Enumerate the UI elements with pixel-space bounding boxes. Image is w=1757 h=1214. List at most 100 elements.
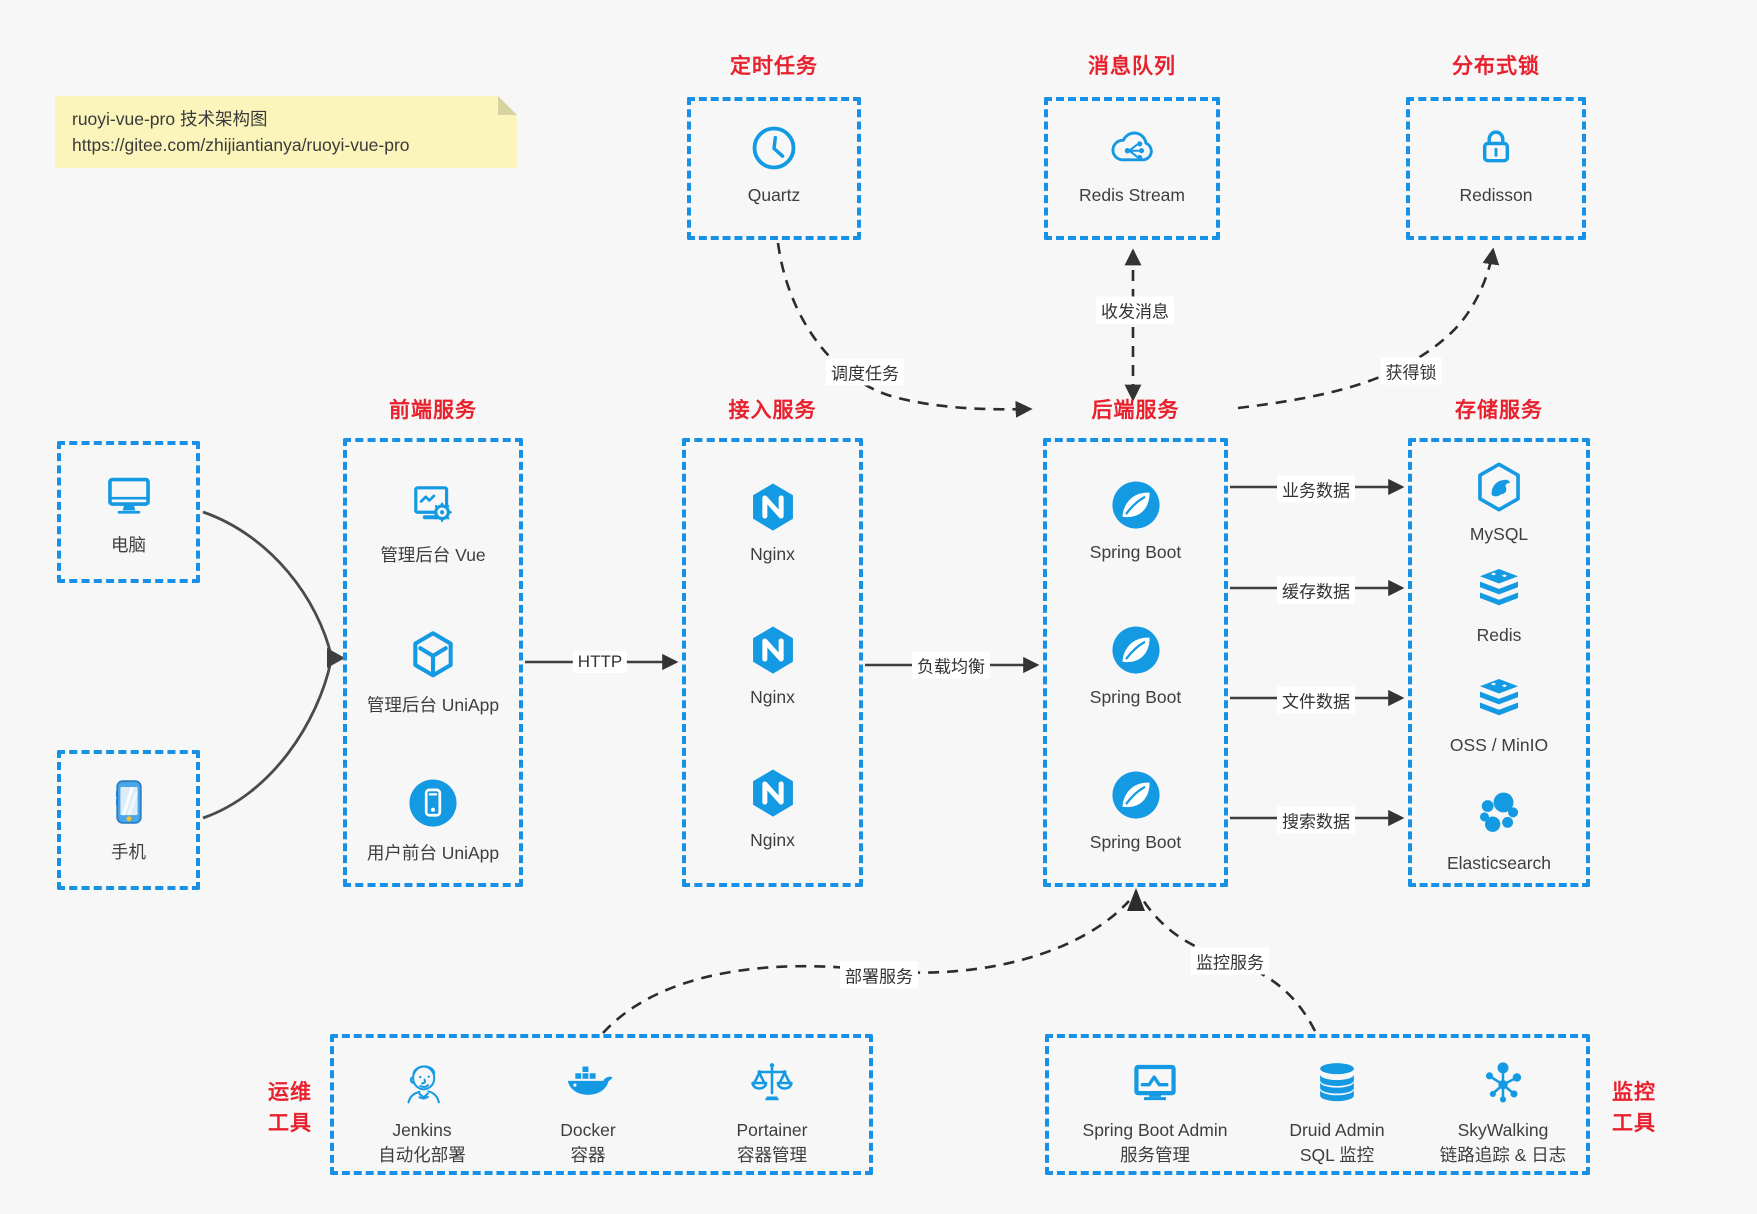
node-label: Spring Boot: [1089, 542, 1182, 562]
client-box-mobile: 手机: [57, 750, 200, 890]
node-spring-boot-2: Spring Boot: [1047, 621, 1224, 708]
monitoring-side-label-line2: 工具: [1612, 1112, 1656, 1135]
group-box-lock: Redisson: [1406, 97, 1586, 240]
monitoring-side-label-line1: 监控: [1612, 1081, 1656, 1104]
node-label: 用户前台 UniApp: [366, 843, 500, 863]
node-redis-stream: Redis Stream: [1048, 119, 1216, 206]
arrow-pc-to-frontend: [202, 510, 333, 656]
edge-label-search-data: 搜索数据: [1277, 806, 1355, 834]
tool-name: Jenkins: [392, 1120, 452, 1140]
sticky-note: ruoyi-vue-pro 技术架构图 https://gitee.com/zh…: [55, 96, 517, 168]
node-mobile: 手机: [61, 773, 196, 864]
spring-boot-icon: [1107, 766, 1165, 824]
elasticsearch-icon: [1470, 787, 1528, 845]
node-nginx-3: Nginx: [686, 764, 859, 851]
node-skywalking: SkyWalking 链路追踪 & 日志: [1397, 1052, 1609, 1168]
edge-label-deploy-service: 部署服务: [840, 961, 918, 989]
node-network-icon: [1476, 1056, 1530, 1110]
arrowhead-backend-bottom: [1127, 888, 1145, 911]
group-box-mq: Redis Stream: [1044, 97, 1220, 240]
jenkins-icon: [395, 1056, 449, 1110]
nginx-icon: [744, 764, 802, 822]
group-title-mq: 消息队列: [1088, 55, 1176, 78]
group-box-gateway: Nginx Nginx Nginx: [682, 438, 863, 887]
portainer-icon: [745, 1056, 799, 1110]
ops-side-label-line2: 工具: [268, 1112, 312, 1135]
node-label: Spring Boot: [1089, 832, 1182, 852]
arrow-acquire-lock: [1237, 247, 1500, 410]
node-oss-minio: OSS / MinIO: [1412, 669, 1586, 756]
spring-boot-icon: [1107, 621, 1165, 679]
edge-label-file-data: 文件数据: [1277, 686, 1355, 714]
node-label: 手机: [111, 842, 146, 862]
node-label: OSS / MinIO: [1449, 735, 1549, 755]
phone-circle-icon: [404, 774, 462, 832]
edge-label-http: HTTP: [572, 651, 628, 673]
monitor-gear-icon: [404, 476, 462, 534]
docker-icon: [561, 1056, 615, 1110]
clock-icon: [745, 119, 803, 177]
group-title-gateway: 接入服务: [728, 399, 817, 422]
node-label: Nginx: [750, 687, 795, 707]
group-box-monitoring: Spring Boot Admin 服务管理 Druid Admin SQL 监…: [1045, 1034, 1590, 1175]
edge-label-business-data: 业务数据: [1277, 475, 1355, 503]
edge-label-acquire-lock: 获得锁: [1380, 357, 1442, 385]
node-mysql: MySQL: [1412, 458, 1586, 545]
node-label: Quartz: [747, 185, 801, 205]
node-spring-boot-1: Spring Boot: [1047, 476, 1224, 563]
node-label: 电脑: [111, 535, 146, 555]
node-admin-vue: 管理后台 Vue: [347, 476, 519, 567]
tool-name: Spring Boot Admin: [1082, 1120, 1228, 1140]
node-druid-admin: Druid Admin SQL 监控: [1231, 1052, 1443, 1168]
edge-label-send-receive-message: 收发消息: [1096, 296, 1174, 324]
node-nginx-2: Nginx: [686, 621, 859, 708]
node-quartz: Quartz: [691, 119, 857, 206]
monitoring-side-label: 监控 工具: [1602, 1077, 1666, 1139]
node-jenkins: Jenkins 自动化部署: [334, 1052, 510, 1168]
tool-desc: SQL 监控: [1299, 1145, 1375, 1165]
tool-name: Docker: [560, 1120, 616, 1140]
node-label: Elasticsearch: [1446, 853, 1552, 873]
node-label: Nginx: [750, 544, 795, 564]
note-url: https://gitee.com/zhijiantianya/ruoyi-vu…: [72, 135, 410, 155]
redis-icon: [1470, 559, 1528, 617]
arrow-schedule-task: [776, 242, 1033, 418]
tool-desc: 自动化部署: [378, 1145, 466, 1165]
desktop-icon: [100, 466, 158, 524]
cube-icon: [404, 626, 462, 684]
tool-name: Portainer: [736, 1120, 808, 1140]
node-label: Spring Boot: [1089, 687, 1182, 707]
node-redisson: Redisson: [1410, 119, 1582, 206]
node-portainer: Portainer 容器管理: [684, 1052, 860, 1168]
group-title-lock: 分布式锁: [1452, 55, 1540, 78]
group-box-backend: Spring Boot Spring Boot Spring Boot: [1043, 438, 1228, 887]
group-box-scheduler: Quartz: [687, 97, 861, 240]
lock-icon: [1467, 119, 1525, 177]
nginx-icon: [744, 621, 802, 679]
smartphone-icon: [100, 773, 158, 831]
tool-desc: 容器管理: [737, 1145, 807, 1165]
cloud-network-icon: [1103, 119, 1161, 177]
edge-label-monitor-service: 监控服务: [1191, 947, 1269, 975]
group-title-frontend: 前端服务: [389, 399, 477, 422]
node-pc: 电脑: [61, 466, 196, 557]
node-label: Nginx: [750, 830, 795, 850]
arrow-deploy-service: [602, 900, 1130, 1034]
node-label: 管理后台 UniApp: [366, 695, 500, 715]
tool-desc: 服务管理: [1120, 1145, 1190, 1165]
node-nginx-1: Nginx: [686, 478, 859, 565]
node-docker: Docker 容器: [500, 1052, 676, 1168]
ops-side-label: 运维 工具: [258, 1077, 322, 1139]
group-title-storage: 存储服务: [1455, 399, 1543, 422]
arrow-mobile-to-frontend: [202, 660, 333, 820]
node-redis: Redis: [1412, 559, 1586, 646]
edge-label-cache-data: 缓存数据: [1277, 576, 1355, 604]
group-box-ops: Jenkins 自动化部署 Docker 容器: [330, 1034, 873, 1175]
node-label: MySQL: [1469, 524, 1529, 544]
node-elasticsearch: Elasticsearch: [1412, 787, 1586, 874]
tool-name: Druid Admin: [1289, 1120, 1385, 1140]
node-label: 管理后台 Vue: [380, 545, 486, 565]
edge-label-schedule-task: 调度任务: [826, 358, 904, 386]
node-user-uniapp: 用户前台 UniApp: [347, 774, 519, 865]
